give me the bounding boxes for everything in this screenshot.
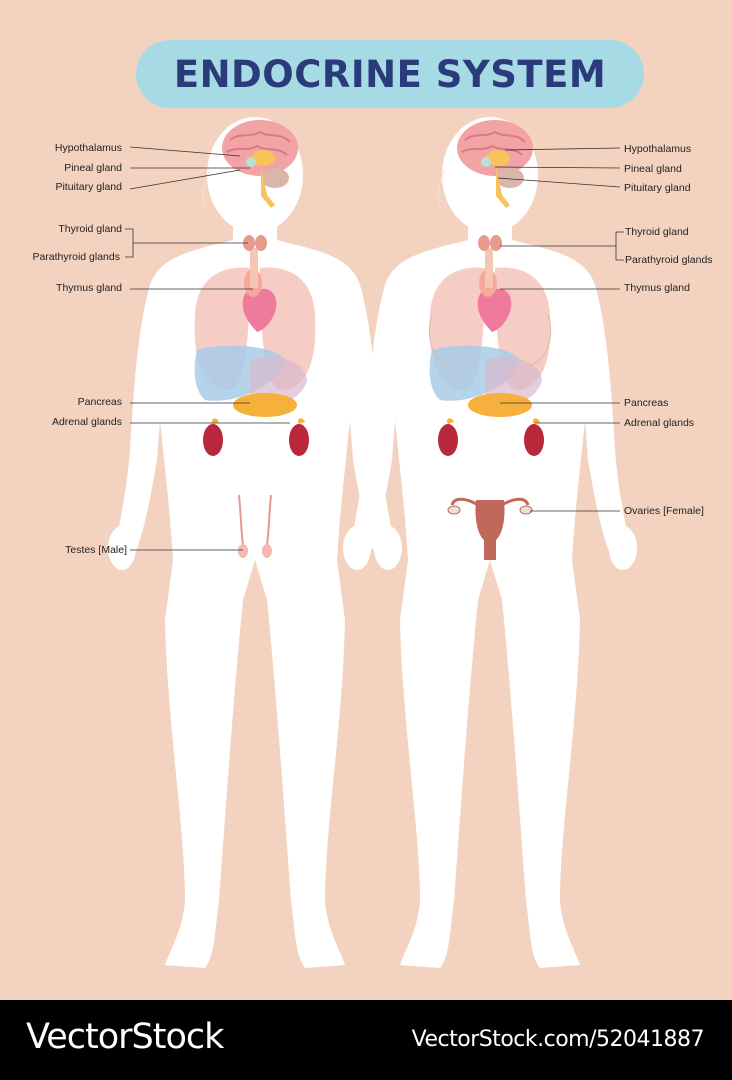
label-adrenal-female: Adrenal glands bbox=[624, 417, 695, 429]
label-thyroid-female: Thyroid gland bbox=[625, 226, 689, 238]
label-pineal-female: Pineal gland bbox=[624, 163, 682, 175]
watermark-bar bbox=[0, 1000, 732, 1080]
label-parathyroid-female: Parathyroid glands bbox=[625, 254, 713, 266]
female-leader-lines bbox=[494, 147, 624, 512]
label-ovaries-female: Ovaries [Female] bbox=[624, 505, 704, 517]
label-testes-male: Testes [Male] bbox=[65, 544, 127, 556]
label-pituitary-female: Pituitary gland bbox=[624, 182, 691, 194]
page-title: ENDOCRINE SYSTEM bbox=[173, 52, 607, 96]
label-hypothalamus-male: Hypothalamus bbox=[54, 142, 122, 154]
label-pancreas-male: Pancreas bbox=[77, 396, 122, 408]
female-figure bbox=[342, 116, 638, 969]
watermark-image-id: VectorStock.com/52041887 bbox=[411, 1027, 705, 1052]
label-thymus-male: Thymus gland bbox=[56, 282, 122, 294]
label-thyroid-male: Thyroid gland bbox=[58, 223, 122, 235]
label-hypothalamus-female: Hypothalamus bbox=[624, 143, 692, 155]
male-leader-lines bbox=[125, 146, 290, 551]
watermark-brand: VectorStock bbox=[26, 1017, 224, 1057]
title-banner: ENDOCRINE SYSTEM bbox=[136, 40, 644, 108]
label-adrenal-male: Adrenal glands bbox=[51, 416, 122, 428]
male-figure bbox=[107, 116, 403, 969]
label-parathyroid-male: Parathyroid glands bbox=[32, 251, 120, 263]
body-diagrams bbox=[107, 116, 638, 969]
label-thymus-female: Thymus gland bbox=[624, 282, 690, 294]
label-pituitary-male: Pituitary gland bbox=[55, 181, 122, 193]
label-pineal-male: Pineal gland bbox=[64, 162, 122, 174]
label-pancreas-female: Pancreas bbox=[624, 397, 669, 409]
